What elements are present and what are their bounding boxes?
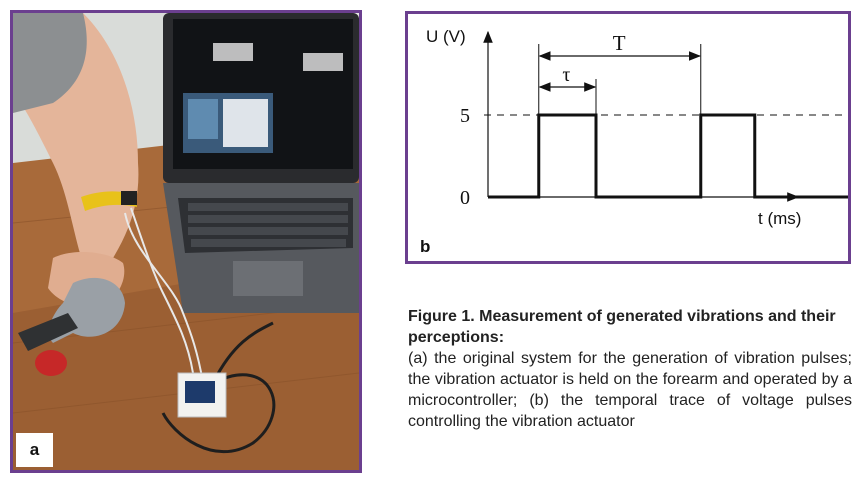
caption-title: Figure 1. Measurement of generated vibra… xyxy=(408,308,836,346)
panel-a-photo: a xyxy=(10,10,362,473)
pulse-signal-line xyxy=(488,113,860,199)
caption-body: (a) the original system for the generati… xyxy=(408,350,852,430)
panel-a-label: a xyxy=(16,433,53,467)
panel-b-label: b xyxy=(420,237,430,256)
y-tick-label-5: 5 xyxy=(460,105,470,127)
y-tick-label-0: 0 xyxy=(460,187,470,209)
pulse-chart-svg: 5 0 U (V) t (ms) Tτ b xyxy=(420,27,860,256)
x-axis-label: t (ms) xyxy=(758,209,801,228)
photo-arm-laptop-microcontroller xyxy=(13,13,359,470)
figure-caption: Figure 1. Measurement of generated vibra… xyxy=(408,306,852,432)
period-label: T xyxy=(613,31,626,55)
pulse-width-label: τ xyxy=(562,64,570,86)
y-axis-label: U (V) xyxy=(426,27,466,46)
